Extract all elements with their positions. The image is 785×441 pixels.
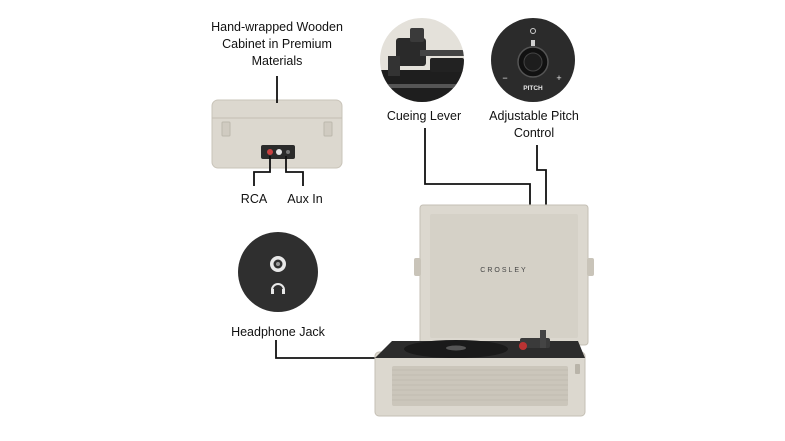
- pitch-control-closeup: [491, 18, 575, 102]
- pitch-callout-line-2: Control: [513, 126, 555, 140]
- pitch-minus-label: −: [502, 73, 508, 83]
- latch-icon: [221, 121, 231, 137]
- headphone-jack-closeup: [238, 232, 318, 312]
- pitch-callout: Adjustable Pitch Control: [478, 108, 590, 142]
- open-turntable: [374, 204, 594, 417]
- closed-case: [211, 99, 343, 169]
- pitch-callout-line-1: Adjustable Pitch: [489, 109, 579, 123]
- cueing-lever-closeup: [380, 18, 464, 102]
- rca-port-icon: [267, 149, 273, 155]
- aux-in-callout: Aux In: [287, 192, 323, 206]
- rca-port-icon: [276, 149, 282, 155]
- cabinet-callout-line-3: Materials: [251, 54, 303, 68]
- cueing-lever-callout: Cueing Lever: [386, 109, 462, 123]
- cabinet-callout: Hand-wrapped Wooden Cabinet in Premium M…: [192, 19, 362, 70]
- pitch-knob-label: PITCH: [523, 85, 543, 92]
- cabinet-callout-line-2: Cabinet in Premium: [222, 37, 332, 51]
- cabinet-callout-line-1: Hand-wrapped Wooden: [211, 20, 343, 34]
- headphone-icon: [271, 283, 285, 291]
- brand-logo: CROSLEY: [480, 267, 528, 274]
- latch-icon: [323, 121, 333, 137]
- pitch-plus-label: +: [556, 73, 562, 83]
- headphone-jack-callout: Headphone Jack: [231, 325, 325, 339]
- rca-callout: RCA: [240, 192, 268, 206]
- aux-port-icon: [286, 150, 290, 154]
